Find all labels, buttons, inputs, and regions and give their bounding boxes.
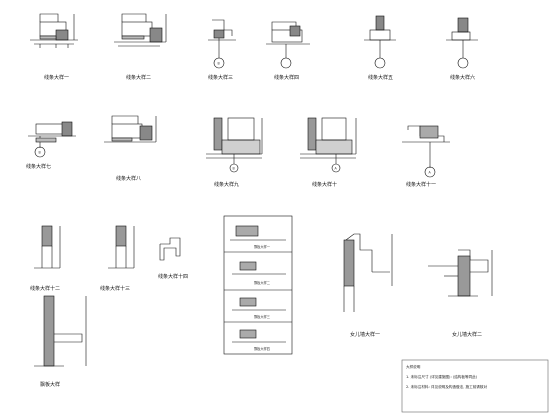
detail-5-drawing [364, 15, 396, 69]
detail-1-drawing [30, 13, 78, 48]
notes-title: 大样说明 [406, 364, 421, 369]
parapet-label-1: 女儿墙大样一 [350, 331, 380, 338]
detail-6-drawing [446, 17, 478, 69]
legend-row-3: 飘板大样三 [254, 314, 270, 319]
detail-label-2: 线条大样二 [126, 74, 151, 81]
parapet-1-drawing [343, 233, 393, 312]
detail-label-14: 线条大样十四 [158, 273, 188, 280]
detail-8-drawing [104, 115, 157, 143]
canopy-label: 飘板大样 [40, 381, 60, 388]
notes-line-2: 2. 未标注材料: 详见说明及构造做法, 施工前请核对 [406, 384, 487, 389]
detail-label-3: 线条大样三 [208, 74, 233, 81]
detail-7-drawing [28, 121, 76, 158]
parapet-label-2: 女儿墙大样二 [452, 331, 482, 338]
notes-line-1: 1. 未标注尺寸 (详见建施图): (结构板等同此) [406, 374, 478, 379]
detail-13-drawing [108, 225, 135, 269]
notes-frame [401, 359, 549, 413]
detail-label-11: 线条大样十一 [406, 181, 436, 188]
detail-11-drawing [402, 125, 450, 178]
detail-label-8: 线条大样八 [116, 175, 141, 182]
detail-label-6: 线条大样六 [450, 74, 475, 81]
detail-12-drawing [34, 225, 61, 269]
detail-4-drawing [266, 21, 310, 69]
detail-label-layer: 线条大样一 线条大样二 线条大样三 线条大样四 线条大样五 线条大样六 线条大样… [26, 62, 487, 390]
detail-9-drawing [206, 117, 263, 173]
bubble-mark-7: B [39, 151, 41, 155]
bubble-mark-11: A [429, 171, 432, 175]
detail-label-7: 线条大样七 [26, 163, 51, 170]
detail-label-5: 线条大样五 [368, 74, 393, 81]
bubble-mark-10: A [335, 167, 338, 171]
detail-label-12: 线条大样十二 [30, 285, 60, 292]
detail-10-drawing [300, 117, 357, 173]
bubble-mark-3: B [218, 62, 220, 66]
parapet-2-drawing [428, 249, 493, 297]
detail-14-drawing [159, 237, 181, 261]
legend-row-2: 飘板大样二 [254, 280, 270, 285]
canopy-detail-drawing [34, 295, 87, 367]
bubble-mark-9: B [233, 167, 235, 171]
legend-row-1: 飘板大样一 [254, 244, 271, 249]
detail-label-10: 线条大样十 [312, 181, 337, 188]
legend-row-4: 飘板大样四 [254, 346, 270, 351]
detail-label-9: 线条大样九 [214, 181, 239, 188]
detail-label-4: 线条大样四 [274, 74, 299, 81]
detail-label-13: 线条大样十三 [100, 285, 130, 292]
detail-label-1: 线条大样一 [44, 74, 69, 81]
legend-box-frame [223, 215, 293, 355]
detail-3-drawing [208, 19, 236, 69]
detail-2-drawing [114, 13, 167, 47]
